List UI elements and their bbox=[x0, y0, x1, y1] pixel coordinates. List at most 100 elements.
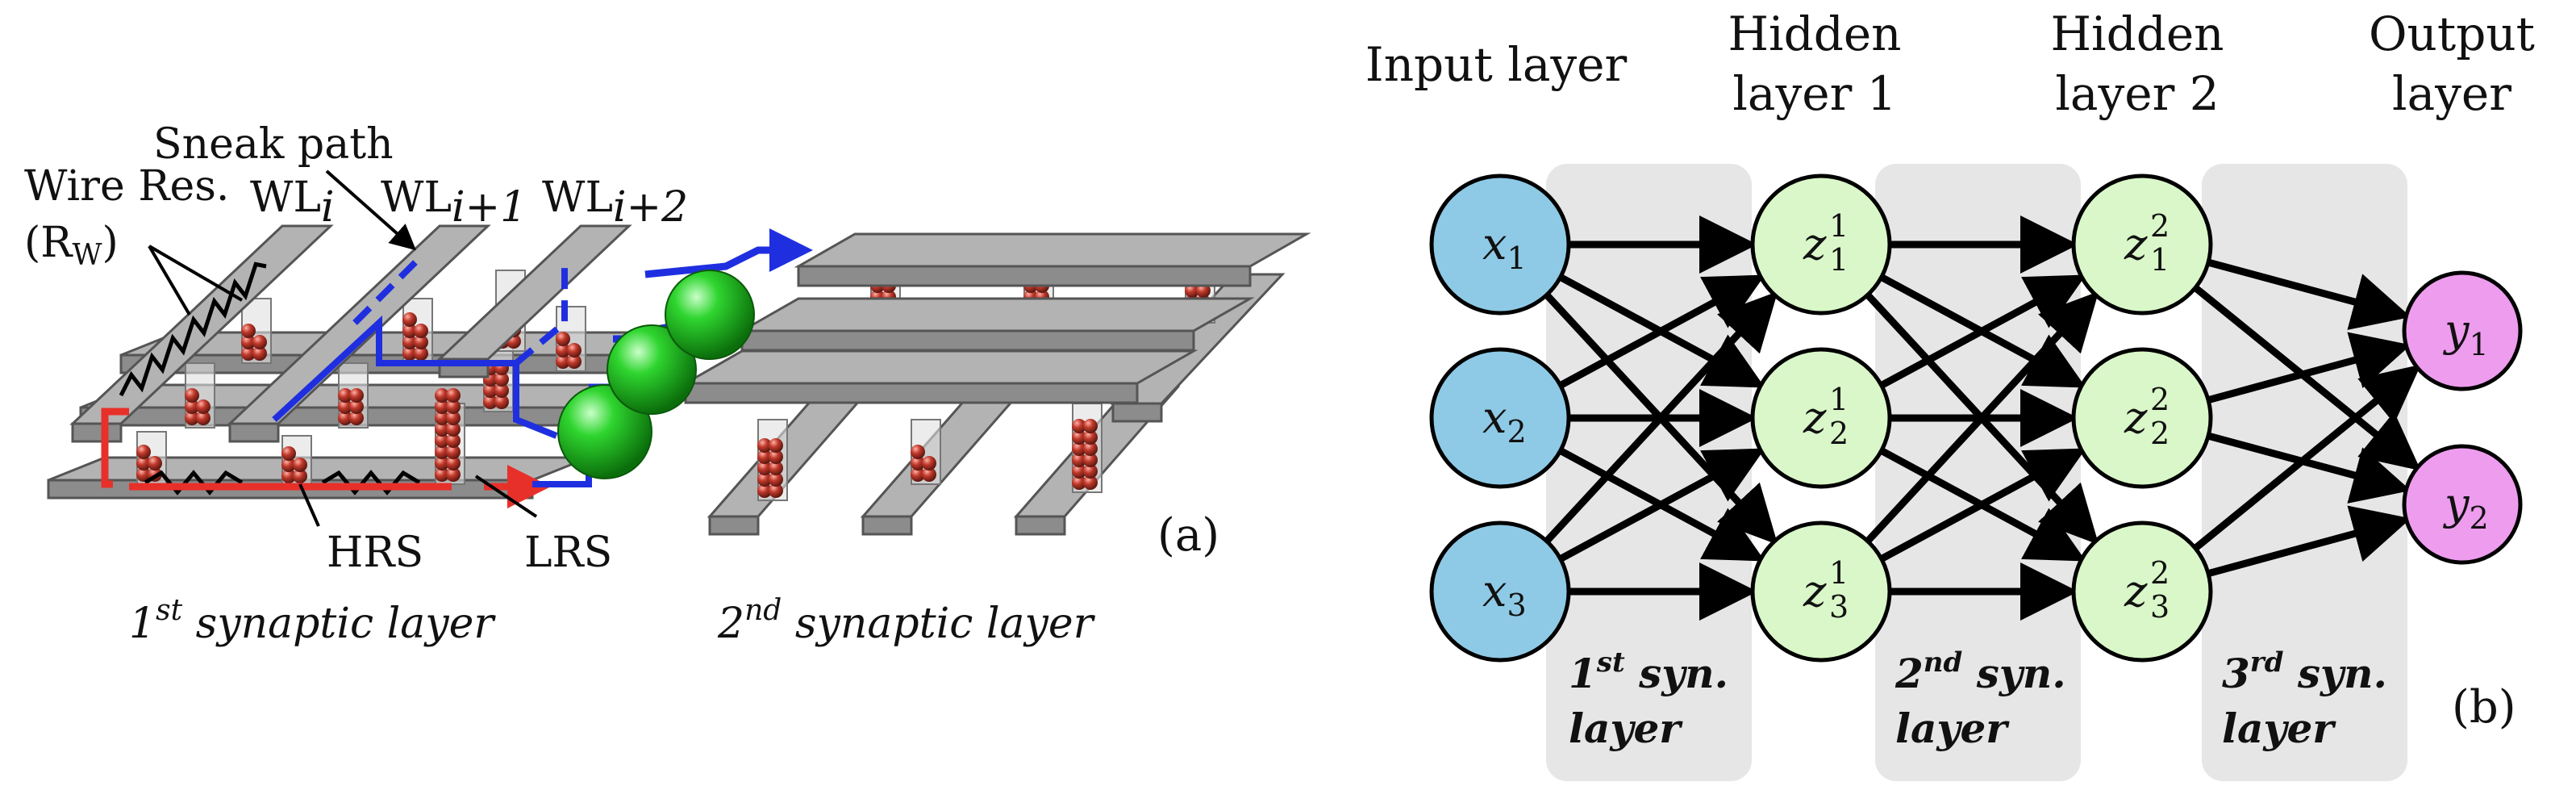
l2-bitline-2-front bbox=[861, 515, 913, 536]
top-wordlines bbox=[69, 224, 1311, 443]
neural-network-diagram: Input layer Hidden layer 1 Hidden layer … bbox=[1365, 6, 2535, 781]
input-node-1-label: x1 bbox=[1482, 219, 1527, 276]
l2-cell-3-filament bbox=[1083, 430, 1098, 445]
cell-c-filament bbox=[483, 395, 498, 409]
l2-cell-3-filament bbox=[1083, 419, 1098, 433]
wl-labels: WLi WLi+1 WLi+2 bbox=[250, 174, 688, 232]
l2-cell-2-filament bbox=[911, 445, 925, 459]
cell-lrs-filament bbox=[446, 445, 461, 459]
cell-f-filament bbox=[556, 354, 570, 369]
bitline-1a-top bbox=[48, 456, 590, 482]
cell-c-filament bbox=[494, 395, 509, 409]
cell-f-filament bbox=[567, 343, 581, 358]
l2-cell-3-filament bbox=[1083, 441, 1098, 456]
input-node-2: x2 bbox=[1429, 347, 1571, 489]
cell-b-filament bbox=[338, 399, 352, 414]
svg-text:1st synaptic layer: 1st synaptic layer bbox=[129, 594, 496, 648]
input-node-2-label: x2 bbox=[1482, 392, 1527, 449]
cell-lrs-filament bbox=[446, 433, 461, 448]
syn-layer-1-line2: layer bbox=[1569, 705, 1683, 752]
l2-cell-3-filament bbox=[1072, 430, 1086, 445]
l2-cell-3-filament bbox=[1083, 453, 1098, 467]
blue-arrow-top bbox=[644, 228, 813, 278]
cell-a-filament bbox=[196, 411, 210, 425]
cell-lrs-filament bbox=[435, 467, 449, 482]
syn-layer-2-line2: layer bbox=[1895, 705, 2010, 752]
l2-cell-3-filament bbox=[1072, 453, 1086, 467]
edge-x1-h12 bbox=[1558, 274, 1765, 388]
hidden1-node-2-circle bbox=[1750, 347, 1892, 489]
l2-cell-1-filament bbox=[769, 461, 783, 475]
output-node-1-circle bbox=[2402, 270, 2523, 391]
cell-hrs-1-filament bbox=[136, 456, 151, 470]
cell-hrs-2-filament bbox=[281, 446, 296, 461]
l2-cell-3-filament bbox=[1083, 464, 1098, 479]
syn-layer-3-line1: 3rd syn. bbox=[2222, 646, 2387, 697]
svg-text:Wire Res.: Wire Res. bbox=[24, 162, 229, 211]
l2-cell-1-filament bbox=[757, 472, 772, 487]
syn-layer-1-line1: 1st syn. bbox=[1569, 646, 1728, 697]
l2-cell-3-filament bbox=[1072, 441, 1086, 456]
edge-h23-y1 bbox=[2193, 364, 2421, 551]
l2-cell-3-filament bbox=[1072, 464, 1086, 479]
neuron-sphere-3 bbox=[665, 270, 755, 360]
current-paths bbox=[101, 228, 813, 508]
svg-text:HRS: HRS bbox=[327, 529, 423, 577]
title-hidden1-line2: layer 1 bbox=[1732, 66, 1896, 121]
edge-h23-y2 bbox=[2207, 505, 2411, 578]
l2-cell-1-filament bbox=[757, 483, 772, 498]
hidden1-node-1-circle bbox=[1750, 174, 1892, 316]
hrs-label: HRS bbox=[298, 483, 423, 577]
second-synaptic-layer-label: 2nd synaptic layer bbox=[717, 594, 1096, 648]
l2-cell-2-filament bbox=[922, 467, 936, 482]
cell-c-filament bbox=[483, 383, 498, 398]
l2-cell-3-filament bbox=[1072, 475, 1086, 490]
cell-f-filament bbox=[556, 343, 570, 358]
edge-h22-y1 bbox=[2207, 332, 2411, 404]
cell-e-filament bbox=[414, 324, 428, 338]
cell-lrs-filament bbox=[446, 411, 461, 425]
cell-lrs-filament bbox=[446, 388, 461, 403]
cell-e-filament bbox=[414, 346, 428, 361]
cell-hrs-2-filament bbox=[293, 469, 307, 483]
hidden2-node-3-circle bbox=[2071, 521, 2213, 663]
l2-cell-2-filament bbox=[922, 456, 936, 470]
edge-h12-h23 bbox=[1879, 447, 2086, 562]
input-node-1-circle bbox=[1429, 174, 1571, 316]
input-node-3-circle bbox=[1429, 521, 1571, 663]
cell-lrs-filament bbox=[446, 456, 461, 470]
syn-layer-3-line2: layer bbox=[2222, 705, 2336, 752]
cell-hrs-2-filament bbox=[293, 458, 307, 472]
cell-e-filament bbox=[402, 312, 417, 327]
cell-c-filament bbox=[494, 383, 509, 398]
lrs-label: LRS bbox=[474, 475, 612, 577]
cell-b-filament bbox=[349, 388, 364, 403]
l2-cell-3-filament bbox=[1083, 475, 1098, 490]
wire-resistor-zigzag bbox=[119, 261, 267, 397]
l2-cell-1-filament bbox=[757, 438, 772, 453]
hidden2-node-2-circle bbox=[2071, 347, 2213, 489]
cell-c-filament bbox=[494, 372, 509, 387]
cell-e-filament bbox=[402, 324, 417, 338]
l2-cell-1-filament bbox=[757, 461, 772, 475]
hrs-resistor-zigzag-1 bbox=[144, 470, 244, 495]
cell-hrs-2-filament bbox=[281, 469, 296, 483]
l2-wordline-3-top bbox=[794, 232, 1311, 268]
edge-h11-h22 bbox=[1879, 274, 2086, 388]
hrs-resistor-zigzag-2 bbox=[321, 470, 421, 495]
cell-lrs-filament bbox=[446, 422, 461, 437]
l2-cell-1-filament bbox=[757, 449, 772, 464]
wire-resistance-label: Wire Res. (RW) bbox=[24, 162, 244, 316]
input-node-1: x1 bbox=[1429, 174, 1571, 316]
l2-cell-1-filament bbox=[769, 438, 783, 453]
l2-bitline-2-top bbox=[860, 386, 1027, 518]
